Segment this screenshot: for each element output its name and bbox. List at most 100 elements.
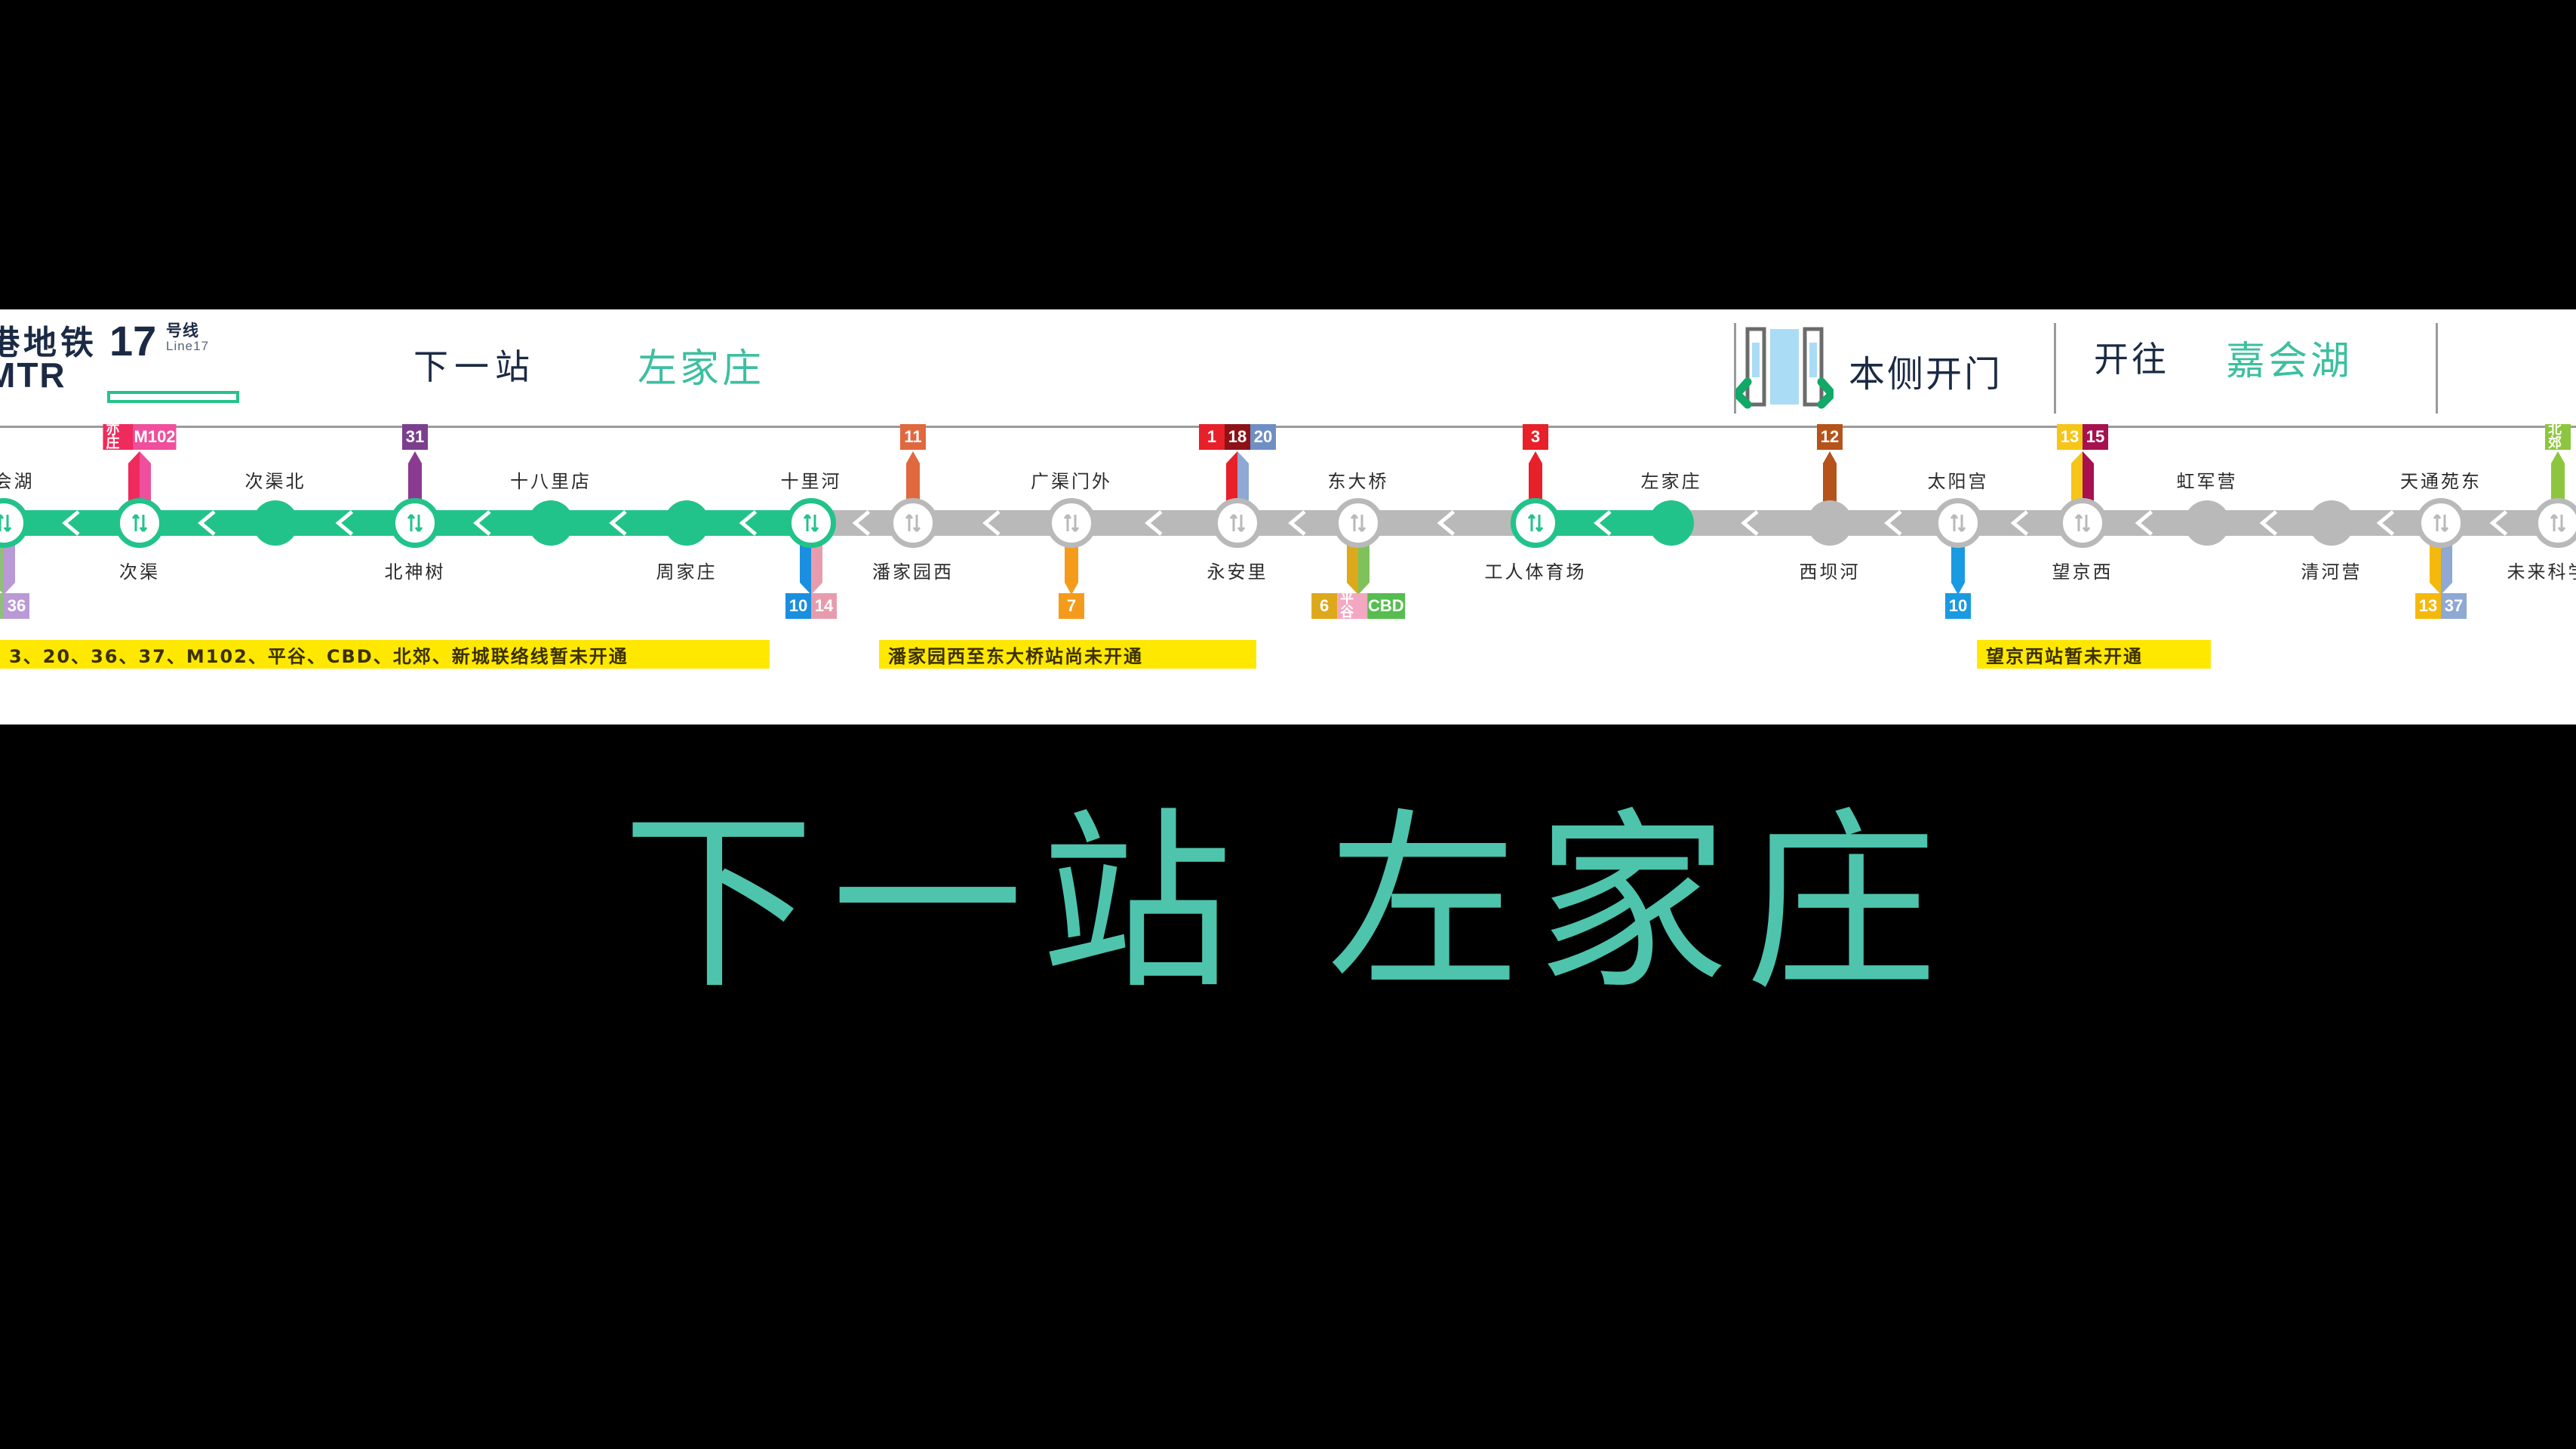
destination-name: 嘉会湖: [2226, 339, 2353, 384]
station-dot: [1213, 498, 1262, 548]
line-badge: 北郊: [2545, 423, 2571, 451]
station-name: 左家庄: [1640, 471, 1702, 492]
line-badge: 13: [2057, 424, 2083, 450]
interchange-connector: [1226, 451, 1249, 504]
line-badge: 12: [1817, 424, 1843, 450]
next-stop-label: 下一站: [413, 346, 536, 387]
station-name: 次渠北: [244, 471, 306, 492]
interchange-badges: 10: [1945, 593, 1971, 619]
line-badge: 3: [1523, 424, 1548, 450]
station-dot: [2416, 498, 2466, 548]
header-divider-3: [2436, 323, 2438, 414]
station-name: 西坝河: [1799, 561, 1861, 583]
transfer-arrows-icon: [803, 514, 819, 532]
pis-panel: 港地铁 MTR 17 号线 Line17 下一站 左家庄: [0, 309, 2576, 724]
header-rule: [0, 426, 2576, 428]
station-dot: [390, 498, 440, 548]
service-notice-3: 望京西站暂未开通: [1977, 640, 2211, 669]
interchange-connector: [1823, 451, 1837, 504]
transfer-arrows-icon: [905, 514, 921, 532]
line-badge: 37: [2441, 593, 2467, 619]
line-badge: 11: [900, 424, 926, 450]
interchange-connector: [906, 451, 920, 504]
station-dot: [528, 500, 573, 546]
service-notice-1: 3、20、36、37、M102、平谷、CBD、北郊、新城联络线暂未开通: [0, 640, 770, 669]
interchange-connector: [1065, 542, 1078, 595]
line-badge: 平谷: [1337, 592, 1367, 620]
line-badge: 15: [2083, 424, 2108, 450]
interchange-connector: [2071, 451, 2094, 504]
station-name: 周家庄: [656, 561, 718, 583]
line-badge: M102: [133, 424, 177, 450]
line-badge: CBD: [1366, 593, 1405, 619]
pis-header: 港地铁 MTR 17 号线 Line17 下一站 左家庄: [0, 309, 2576, 428]
door-indicator: 本侧开门: [1735, 323, 2037, 414]
line-color-bar: [107, 391, 239, 403]
station-name: 东大桥: [1327, 471, 1389, 492]
line-badge: 10: [1945, 593, 1971, 619]
station-dot: [888, 498, 938, 548]
transfer-arrows-icon: [407, 514, 423, 532]
station-dot: [1511, 498, 1560, 548]
transfer-arrows-icon: [2074, 514, 2091, 532]
transfer-arrows-icon: [1527, 514, 1544, 532]
station-dot: [1649, 500, 1694, 546]
station-dot: [786, 498, 836, 548]
station-name: 虹军营: [2176, 471, 2238, 492]
interchange-connector: [408, 451, 422, 504]
operator-logo: 港地铁 MTR 17 号线 Line17: [0, 315, 258, 414]
station-name: 天通苑东: [2400, 471, 2482, 492]
station-name: 十里河: [780, 471, 842, 492]
station-dot: [1333, 498, 1383, 548]
interchange-badges: 31: [402, 424, 428, 450]
station-dot: [1933, 498, 1983, 548]
transfer-arrows-icon: [1229, 514, 1246, 532]
header-divider-1: [1734, 323, 1736, 414]
station-dot: [253, 500, 298, 546]
transfer-arrows-icon: [0, 514, 12, 532]
door-open-left-icon: [1735, 327, 1834, 409]
station-dot: [2309, 500, 2354, 546]
next-stop-name: 左家庄: [638, 346, 765, 392]
interchange-connector: [800, 542, 822, 595]
transfer-arrows-icon: [1063, 514, 1080, 532]
interchange-connector: [1529, 451, 1542, 504]
station-name: 未来科学城: [2507, 561, 2576, 583]
line-badge: 36: [4, 593, 29, 619]
transfer-arrows-icon: [131, 514, 148, 532]
interchange-badges: 12: [1817, 424, 1843, 450]
destination-label: 开往: [2094, 339, 2169, 380]
interchange-badges: 11: [900, 424, 926, 450]
interchange-badges: 36: [0, 593, 29, 619]
station-name: 广渠门外: [1031, 471, 1112, 492]
interchange-badges: 北郊: [2545, 423, 2571, 451]
line-badge: 18: [1225, 424, 1250, 450]
service-notice-2: 潘家园西至东大桥站尚未开通: [879, 640, 1256, 669]
station-dot: [664, 500, 709, 546]
interchange-connector: [128, 451, 151, 504]
transfer-arrows-icon: [2433, 514, 2449, 532]
line-badge: 31: [402, 424, 428, 450]
interchange-connector: [2551, 451, 2565, 504]
line-badge: 6: [1311, 593, 1338, 619]
station-dot: [1807, 500, 1852, 546]
interchange-connector: [0, 542, 15, 595]
line-suffix-en: Line17: [166, 339, 210, 353]
station-name: 清河营: [2301, 561, 2362, 583]
station-name: 永安里: [1207, 561, 1268, 583]
station-name: 十八里店: [510, 471, 592, 492]
transfer-arrows-icon: [1350, 514, 1366, 532]
interchange-badges: 3: [1523, 424, 1548, 450]
route-strip: 36嘉会湖亦庄M102次渠次渠北31北神树十八里店周家庄1014十里河11潘家园…: [0, 423, 2576, 724]
header-divider-2: [2054, 323, 2056, 414]
station-dot: [1047, 498, 1096, 548]
operator-name-en: MTR: [0, 355, 66, 395]
line-badge: [0, 593, 4, 619]
interchange-connector: [1347, 542, 1369, 595]
line-badge: 亦庄: [103, 423, 134, 451]
